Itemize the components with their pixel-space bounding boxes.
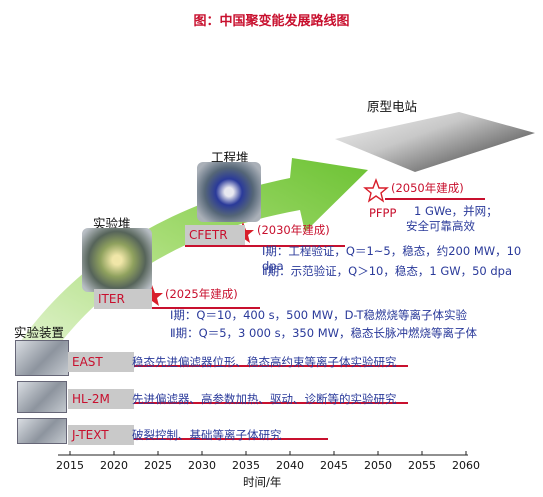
pfpp-completion-year: (2050年建成) [391, 181, 464, 195]
pfpp-line-2: 安全可靠高效 [406, 219, 475, 233]
iter-image [82, 228, 152, 292]
cfetr-image [197, 162, 261, 222]
iter-phase-2: Ⅱ期：Q＝5，3 000 s，350 MW，稳态长脉冲燃烧等离子体 [170, 326, 477, 340]
axis-tick-marks [69, 451, 467, 455]
axis-label: 时间/年 [243, 475, 282, 489]
axis-tick-label: 2030 [188, 459, 216, 472]
cfetr-completion-year: (2030年建成) [257, 223, 330, 237]
stage-label-device: 实验装置 [14, 325, 65, 340]
east-label: EAST [68, 352, 134, 372]
hl2m-underline [68, 402, 408, 404]
axis-tick-label: 2050 [364, 459, 392, 472]
page-title: 图：中国聚变能发展路线图 [193, 14, 350, 29]
jtext-underline [68, 438, 328, 440]
east-description: 稳态先进偏滤器位形、稳态高约束等离子体实验研究 [132, 355, 397, 369]
pfpp-star-icon [363, 178, 389, 203]
axis-tick-label: 2040 [276, 459, 304, 472]
hl2m-label: HL-2M [68, 389, 134, 409]
iter-label: ITER [94, 289, 152, 309]
cfetr-label: CFETR [185, 225, 245, 245]
progress-arrow [18, 158, 368, 350]
hl2m-image [17, 381, 67, 413]
east-image [15, 340, 69, 376]
axis-tick-label: 2035 [232, 459, 260, 472]
axis-tick-label: 2020 [100, 459, 128, 472]
stage-label-prototype-plant: 原型电站 [367, 99, 418, 114]
iter-underline [95, 307, 260, 309]
stage-label-engineering-reactor: 工程堆 [211, 150, 249, 165]
axis-tick-label: 2015 [56, 459, 84, 472]
hl2m-description: 先进偏滤器、高参数加热、驱动、诊断等的实验研究 [132, 392, 397, 406]
pfpp-line-1: 1 GWe，并网； [414, 204, 498, 218]
axis-tick-label: 2060 [452, 459, 480, 472]
iter-completion-year: (2025年建成) [165, 287, 238, 301]
stage-label-experimental-reactor: 实验堆 [93, 216, 131, 231]
jtext-image [17, 418, 67, 444]
axis-tick-label: 2025 [144, 459, 172, 472]
jtext-label: J-TEXT [68, 425, 134, 445]
pfpp-label: PFPP [369, 206, 397, 220]
iter-phase-1: Ⅰ期：Q＝10，400 s，500 MW，D-T稳燃烧等离子体实验 [170, 308, 468, 322]
cfetr-phase-2: Ⅱ期：示范验证，Q＞10，稳态，1 GW，50 dpa [262, 264, 513, 278]
axis-tick-label: 2055 [408, 459, 436, 472]
cfetr-underline [185, 245, 345, 247]
pfpp-underline [385, 198, 485, 200]
axis-tick-label: 2045 [320, 459, 348, 472]
cfetr-phase-1: Ⅰ期：工程验证，Q＝1~5，稳态，约200 MW，10 dpa [262, 244, 522, 273]
east-underline [68, 365, 408, 367]
jtext-description: 破裂控制、基础等离子体研究 [132, 428, 282, 442]
